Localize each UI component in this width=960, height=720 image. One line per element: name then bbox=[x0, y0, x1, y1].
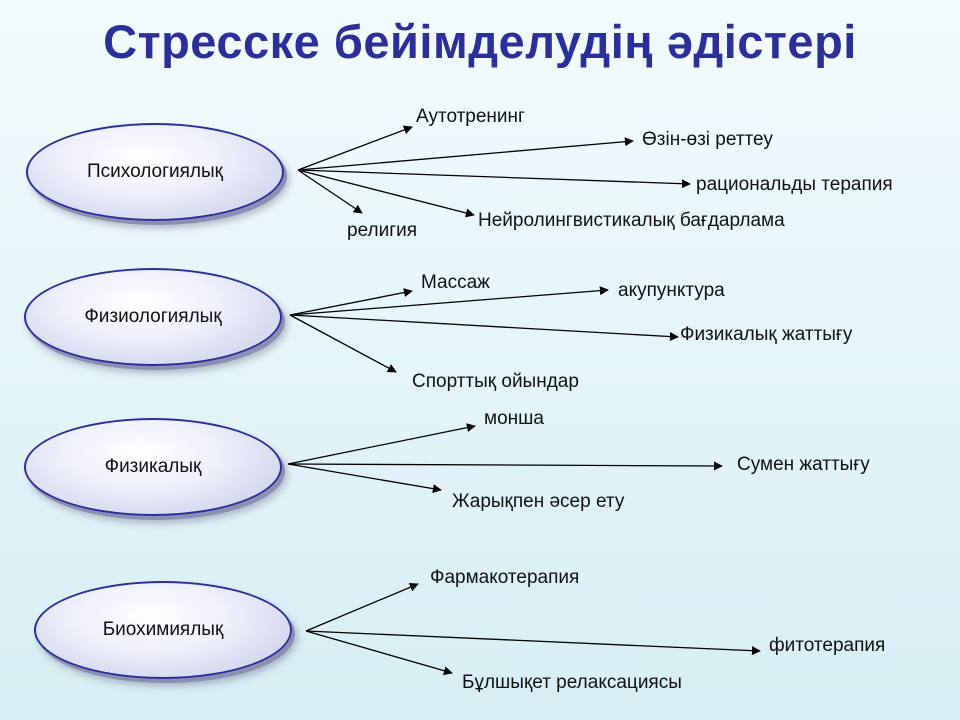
arrow-psych-autotraining bbox=[297, 125, 413, 171]
label-self-regulation: Өзін-өзі реттеу bbox=[642, 129, 773, 150]
label-light-therapy: Жарықпен әсер ету bbox=[452, 491, 625, 512]
slide-title: Стресске бейімделудің әдістері bbox=[103, 15, 857, 68]
label-water-exercise: Сумен жаттығу bbox=[737, 454, 870, 475]
arrow-physical-light bbox=[287, 463, 442, 494]
oval-psychological: Психологиялық bbox=[26, 123, 284, 221]
oval-label: Физикалық bbox=[104, 456, 202, 477]
oval-label: Биохимиялық bbox=[102, 619, 224, 640]
arrow-bio-pharma bbox=[305, 582, 419, 632]
arrow-phys-sports bbox=[289, 314, 397, 373]
arrow-phys-massage bbox=[289, 288, 413, 316]
label-sports-games: Спорттық ойындар bbox=[412, 371, 579, 392]
arrow-psych-nlp bbox=[297, 169, 475, 218]
arrow-psych-selfregulation bbox=[297, 137, 634, 171]
oval-physical: Физикалық bbox=[24, 418, 282, 516]
label-physical-exercise: Физикалық жаттығу bbox=[680, 324, 853, 345]
label-religion: религия bbox=[347, 220, 418, 241]
arrow-phys-acupuncture bbox=[289, 286, 609, 316]
label-autotraining: Аутотренинг bbox=[416, 106, 525, 127]
label-pharmacotherapy: Фармакотерапия bbox=[430, 567, 580, 588]
arrow-bio-relaxation bbox=[305, 630, 453, 676]
oval-label: Психологиялық bbox=[87, 161, 223, 182]
arrow-bio-phyto bbox=[305, 630, 761, 656]
label-nlp: Нейролингвистикалық бағдарлама bbox=[478, 210, 785, 231]
label-acupuncture: акупунктура bbox=[618, 280, 725, 301]
label-massage: Массаж bbox=[421, 272, 490, 293]
label-sauna: монша bbox=[484, 408, 544, 429]
oval-biochemical: Биохимиялық bbox=[34, 581, 292, 679]
oval-label: Физиологиялық bbox=[84, 306, 222, 327]
label-rational-therapy: рациональды терапия bbox=[696, 174, 893, 195]
arrow-psych-religion bbox=[297, 169, 363, 214]
oval-physiological: Физиологиялық bbox=[24, 268, 282, 366]
label-muscle-relaxation: Бұлшықет релаксациясы bbox=[462, 672, 682, 693]
arrow-physical-water bbox=[287, 461, 723, 471]
arrow-psych-rational-therapy bbox=[297, 169, 691, 189]
arrow-physical-sauna bbox=[287, 423, 476, 465]
label-phytotherapy: фитотерапия bbox=[769, 635, 886, 656]
arrow-phys-exercise bbox=[289, 314, 679, 342]
